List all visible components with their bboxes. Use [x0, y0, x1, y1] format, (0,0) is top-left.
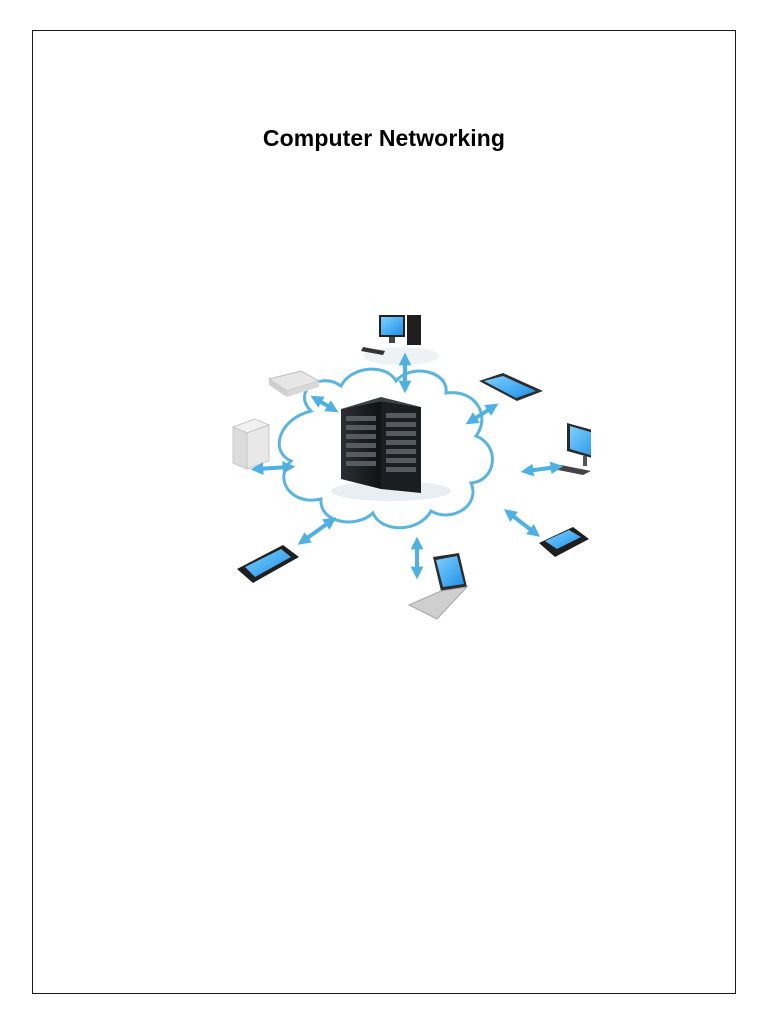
arrow-connector [310, 395, 339, 413]
arrow-connector [250, 461, 296, 475]
desktop-monitor-icon [553, 423, 591, 475]
arrow-connector [297, 517, 337, 545]
document-page: Computer Networking [32, 30, 736, 994]
router-icon [267, 370, 321, 397]
network-diagram-illustration [231, 315, 591, 620]
blackberry-phone-icon [539, 527, 589, 557]
arrow-connector [503, 509, 541, 537]
arrow-connector [465, 403, 499, 425]
tower-server-icon [231, 418, 271, 470]
server-rack-icon [331, 397, 451, 501]
tablet-icon [479, 373, 543, 401]
arrow-connector [520, 461, 564, 477]
laptop-icon [407, 553, 469, 620]
desktop-computer-icon [361, 315, 439, 365]
page-title: Computer Networking [262, 125, 506, 151]
smartphone-icon [237, 545, 299, 583]
